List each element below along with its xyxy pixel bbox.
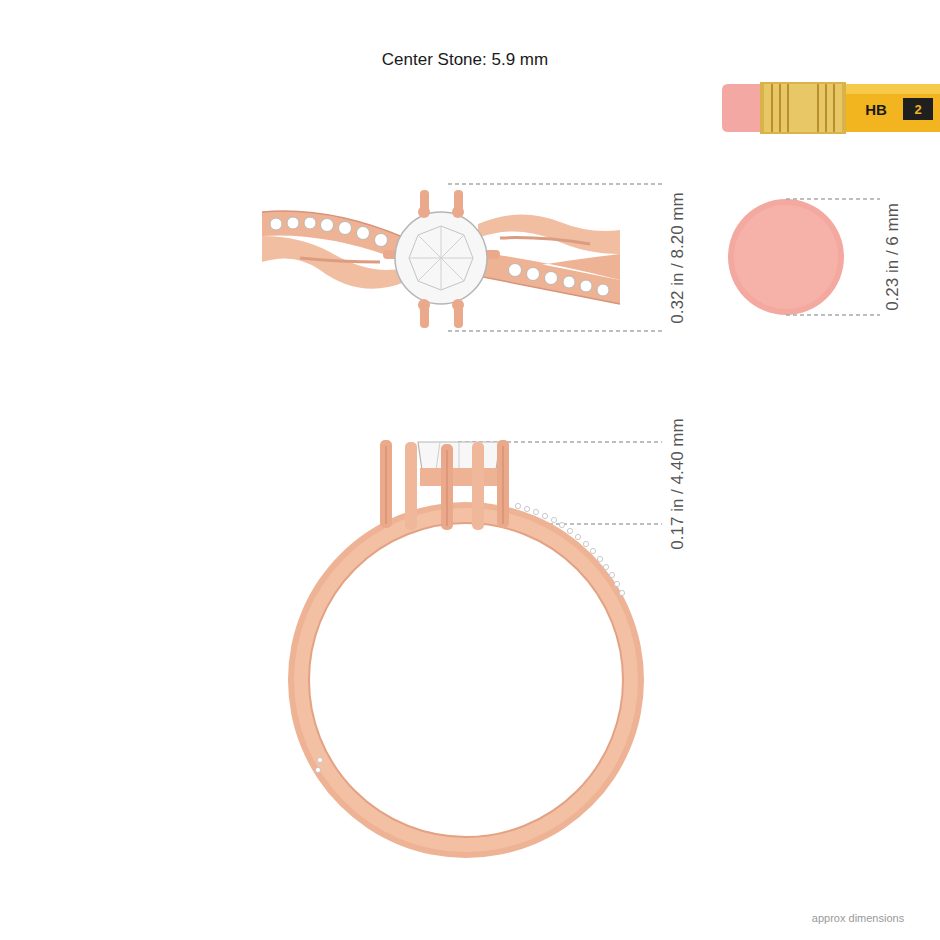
dimension-label: 0.32 in / 8.20 mm [668,192,688,323]
pencil-symbol [722,82,940,134]
ring-top-view [262,190,620,328]
pencil-grade: HB [865,101,887,118]
note: approx dimensions [812,912,904,924]
dimension-label: 0.17 in / 4.40 mm [668,418,688,549]
dimension-lines [448,184,880,524]
ring-side-view [288,440,644,858]
dimension-label: 0.23 in / 6 mm [883,203,903,311]
pencil-number: 2 [914,102,921,117]
title: Center Stone: 5.9 mm [382,50,548,70]
eraser-symbol [728,199,844,315]
